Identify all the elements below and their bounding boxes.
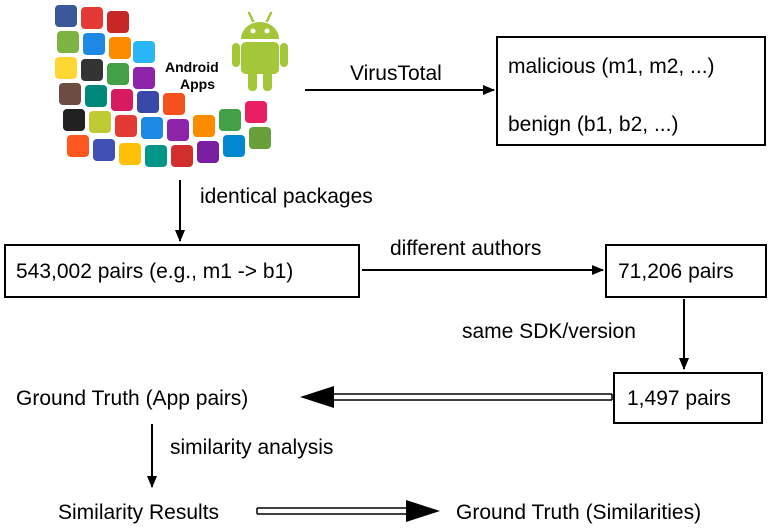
ground-truth-app-pairs-label: Ground Truth (App pairs) <box>16 387 249 410</box>
similarity-analysis-label: similarity analysis <box>170 436 334 459</box>
pairs-1497-label: 1,497 pairs <box>627 387 731 410</box>
virustotal-label: VirusTotal <box>350 62 442 85</box>
android-robot-icon <box>232 11 288 91</box>
different-authors-label: different authors <box>390 237 542 260</box>
android-apps-label-line1: Android <box>165 59 219 75</box>
same-sdk-label: same SDK/version <box>462 320 636 343</box>
pairs-543002-label: 543,002 pairs (e.g., m1 -> b1) <box>16 260 294 283</box>
app-icons-collage <box>55 5 290 180</box>
double-arrow-ground-truth <box>300 386 613 408</box>
double-arrow-similarities <box>256 500 440 522</box>
pairs-543002-box <box>4 244 360 298</box>
similarity-results-label: Similarity Results <box>58 501 220 524</box>
virustotal-results-box <box>496 36 766 146</box>
identical-packages-label: identical packages <box>200 185 373 208</box>
malicious-label: malicious (m1, m2, ...) <box>508 55 715 78</box>
benign-label: benign (b1, b2, ...) <box>508 113 679 136</box>
android-apps-label-line2: Apps <box>180 76 215 92</box>
pairs-71206-box <box>605 244 767 298</box>
pairs-71206-label: 71,206 pairs <box>618 260 734 283</box>
pairs-1497-box <box>613 372 763 424</box>
ground-truth-similarities-label: Ground Truth (Similarities) <box>456 501 702 524</box>
